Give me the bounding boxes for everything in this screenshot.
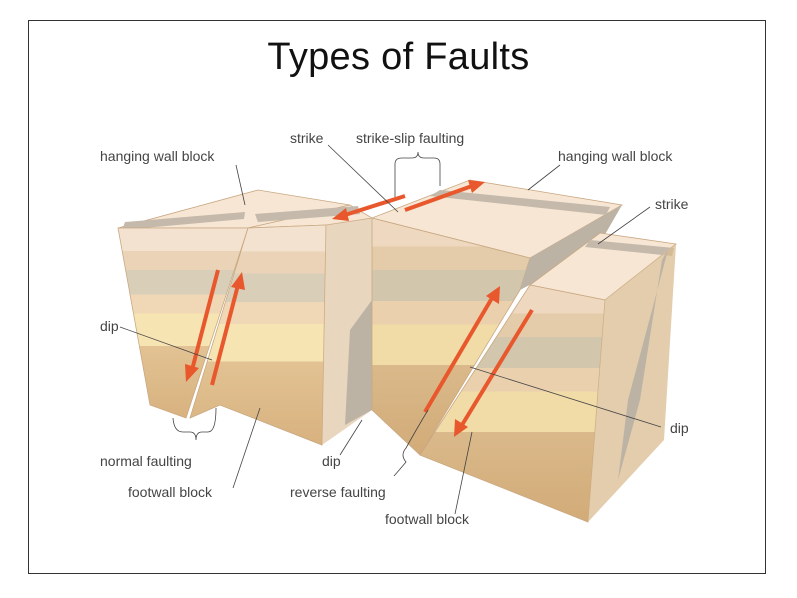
label-hanging-wall-right: hanging wall block — [558, 148, 673, 164]
label-dip-right: dip — [670, 420, 689, 436]
strike-slip-arrow-left — [332, 194, 406, 221]
reverse-fault-arrow-up — [423, 286, 500, 414]
right-footwall-block — [419, 232, 677, 523]
left-footwall-block — [189, 204, 374, 446]
label-footwall-left: footwall block — [128, 484, 213, 500]
diagram-title: Types of Faults — [267, 36, 530, 78]
label-strike-right: strike — [655, 196, 689, 212]
label-dip-center: dip — [322, 453, 341, 469]
label-reverse-faulting: reverse faulting — [290, 484, 386, 500]
label-footwall-right: footwall block — [385, 511, 470, 527]
reverse-fault-arrow-down — [454, 308, 534, 437]
right-hanging-wall-block — [370, 179, 624, 456]
label-strike-top: strike — [290, 130, 324, 146]
normal-fault-arrow-up — [210, 272, 245, 386]
label-strike-slip-faulting: strike-slip faulting — [356, 130, 464, 146]
normal-fault-arrow-down — [185, 269, 220, 382]
label-dip-left: dip — [100, 318, 119, 334]
label-hanging-wall-left: hanging wall block — [100, 148, 215, 164]
strike-slip-arrow-right — [404, 180, 485, 212]
leader-lines — [119, 144, 662, 515]
label-normal-faulting: normal faulting — [100, 453, 192, 469]
